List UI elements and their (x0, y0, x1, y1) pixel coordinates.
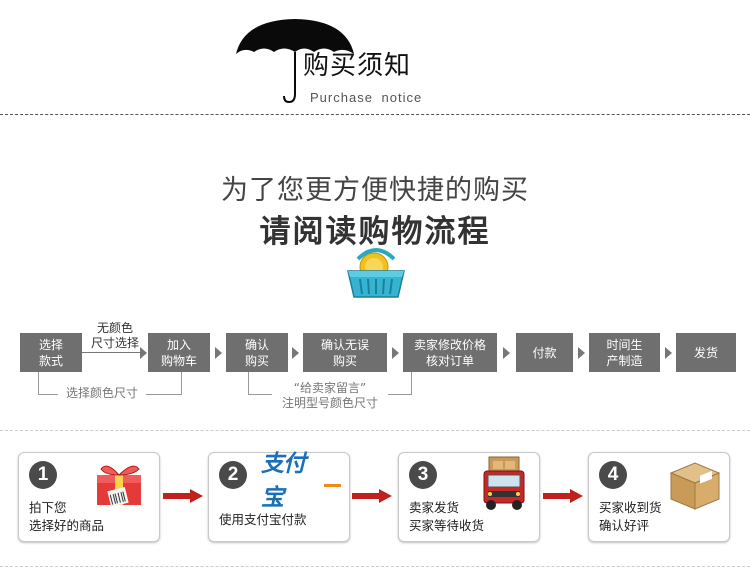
flow-step-label: 款式 (38, 353, 63, 368)
flow-connector (82, 352, 140, 353)
note-line: “给卖家留言” (293, 381, 367, 395)
arrow-right-icon (665, 347, 672, 359)
step-text-line: 买家等待收货 (409, 518, 485, 533)
step-card-2: 2 支付宝 使用支付宝付款 (208, 451, 350, 542)
flow-step-label: 确认无误 (320, 337, 369, 352)
arrow-right-icon (392, 347, 399, 359)
flow-step-label: 购买 (332, 353, 357, 368)
step-text-line: 确认好评 (599, 518, 650, 533)
note-select-color-size: 选择颜色尺寸 (58, 386, 146, 401)
step-description: 拍下您 选择好的商品 (29, 499, 104, 535)
step-number: 4 (599, 461, 627, 489)
note-leave-message: “给卖家留言” 注明型号颜色尺寸 (272, 381, 388, 411)
arrow-right-icon (140, 347, 147, 359)
arrow-right-icon (292, 347, 299, 359)
flow-step-label: 发货 (693, 345, 718, 360)
shopping-basket-icon (347, 248, 405, 298)
arrow-right-icon (578, 347, 585, 359)
step-text-line: 使用支付宝付款 (219, 512, 307, 527)
alipay-logo-text: 支付宝 (261, 451, 306, 511)
step-description: 买家收到货 确认好评 (599, 499, 662, 535)
step-number: 3 (409, 461, 437, 489)
step-description: 卖家发货 买家等待收货 (409, 499, 484, 535)
flow-step-select-style: 选择款式 (20, 333, 82, 372)
flow-step-confirm-no-error: 确认无误购买 (303, 333, 387, 372)
step-card-1: 1 拍下您 选择好的商品 (18, 452, 160, 542)
gift-box-icon (97, 465, 141, 507)
flow-step-label: 确认 (244, 337, 269, 352)
arrow-right-icon (215, 347, 222, 359)
intro-line-2: 请阅读购物流程 (259, 214, 491, 250)
note-line: 注明型号颜色尺寸 (281, 396, 378, 410)
alipay-logo-swoosh (324, 483, 341, 487)
footer-divider (0, 566, 750, 567)
step-number: 2 (219, 461, 247, 489)
flow-step-label: 加入 (166, 337, 191, 352)
red-arrow-icon (352, 489, 392, 503)
page-title: 购买须知 (303, 51, 412, 81)
flow-note-line: 无颜色 (96, 321, 133, 335)
flow-step-shipping: 发货 (676, 333, 736, 372)
flow-step-confirm-purchase: 确认购买 (226, 333, 288, 372)
flow-divider (0, 430, 750, 431)
page-subtitle: Purchase notice (310, 90, 423, 105)
arrow-right-icon (503, 347, 510, 359)
header-divider (0, 114, 750, 115)
step-card-3: 3 卖家发货 买家等待收货 (398, 452, 540, 542)
flow-step-seller-adjust-price: 卖家修改价格核对订单 (403, 333, 497, 372)
step-description: 使用支付宝付款 (219, 511, 307, 529)
umbrella-icon (236, 19, 354, 104)
flow-note-no-color-size: 无颜色 尺寸选择 (86, 321, 144, 351)
red-arrow-icon (163, 489, 203, 503)
step-card-4: 4 买家收到货 确认好评 (588, 452, 730, 542)
flow-step-label: 卖家修改价格 (413, 337, 486, 352)
flow-step-label: 付款 (532, 345, 557, 360)
intro-line-1: 为了您更方便快捷的购买 (221, 175, 529, 206)
step-text-line: 卖家发货 (409, 500, 460, 515)
step-text-line: 买家收到货 (599, 500, 662, 515)
flow-step-label: 核对订单 (425, 353, 474, 368)
flow-step-label: 选择 (38, 337, 63, 352)
flow-note-line: 尺寸选择 (90, 336, 139, 350)
flow-step-label: 购买 (244, 353, 269, 368)
flow-step-production: 时间生产制造 (589, 333, 660, 372)
red-arrow-icon (543, 489, 583, 503)
flow-step-label: 时间生 (606, 337, 643, 352)
parcel-box-icon (669, 462, 721, 510)
step-text-line: 选择好的商品 (29, 518, 105, 533)
step-text-line: 拍下您 (29, 500, 67, 515)
flow-step-label: 产制造 (606, 353, 643, 368)
delivery-truck-icon (483, 456, 525, 510)
step-number: 1 (29, 461, 57, 489)
flow-step-add-to-cart: 加入购物车 (148, 333, 210, 372)
flow-step-label: 购物车 (160, 353, 197, 368)
flow-step-payment: 付款 (516, 333, 573, 372)
alipay-logo: 支付宝 (261, 451, 341, 511)
